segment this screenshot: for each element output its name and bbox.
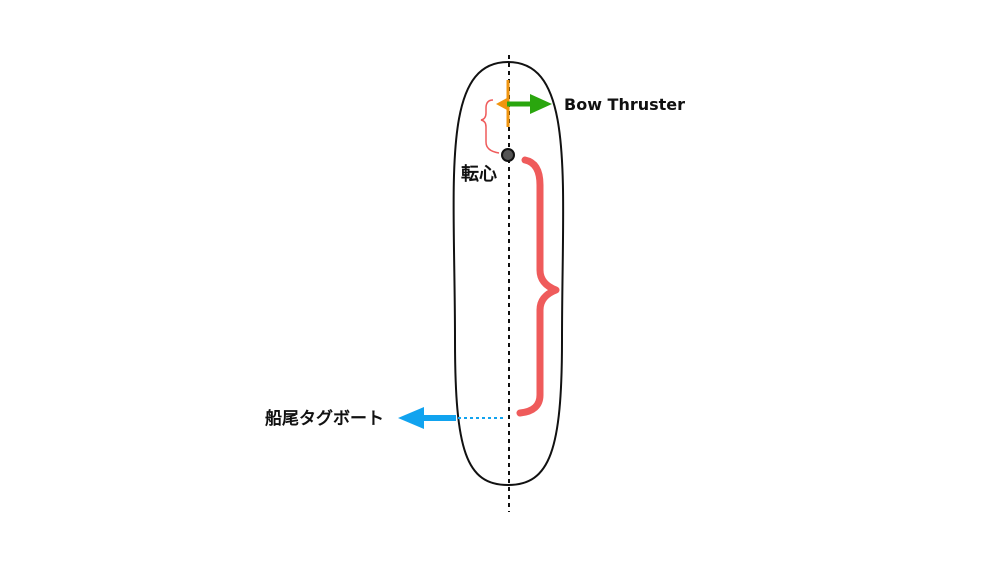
arrow-right-icon	[530, 94, 552, 114]
arrow-left-icon	[496, 98, 507, 110]
large-brace	[516, 156, 560, 417]
pivot-point-label: 転心	[461, 163, 497, 185]
bow-thruster-label: Bow Thruster	[564, 95, 685, 114]
small-brace	[480, 99, 500, 154]
stern-tug-label: 船尾タグボート	[265, 408, 384, 429]
arrow-left-icon	[398, 407, 424, 429]
ship-hull	[452, 60, 565, 487]
pivot-dot-icon	[501, 148, 515, 162]
